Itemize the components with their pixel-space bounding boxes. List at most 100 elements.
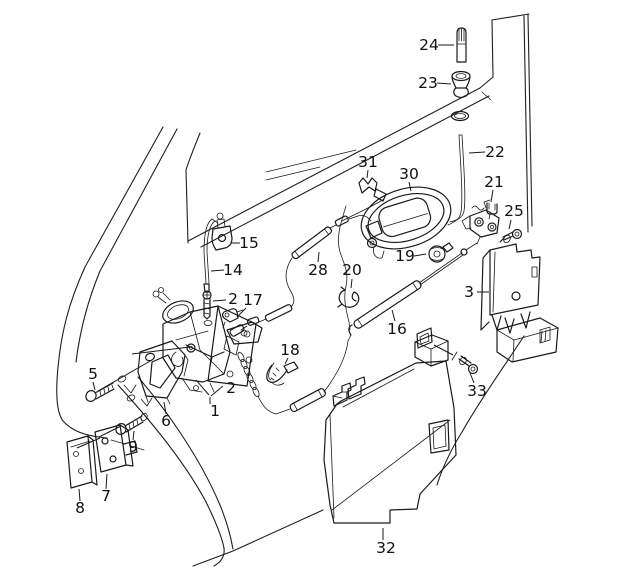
- lock-rod-16: [348, 242, 478, 336]
- callout-leader-25: [508, 219, 512, 230]
- panel-top-bracket: [414, 327, 449, 367]
- callout-label-25: 25: [504, 202, 524, 220]
- callout-label-28: 28: [308, 261, 328, 279]
- callout-leader-28: [317, 251, 320, 263]
- clip-21: [486, 202, 498, 220]
- axis-line-screw9: [98, 425, 122, 438]
- backing-plate-8: [66, 435, 98, 489]
- inner-cable-2: [226, 321, 352, 415]
- callout-label-6: 6: [161, 412, 171, 430]
- callout-label-30: 30: [399, 165, 419, 183]
- window-front-edge: [185, 132, 201, 244]
- roof-edge: [491, 13, 530, 21]
- callout-leader-22: [468, 151, 486, 154]
- callout-leader-20: [350, 278, 353, 289]
- glass-line: [265, 149, 357, 173]
- callout-label-17: 17: [243, 291, 263, 309]
- interior-handle-30: [360, 186, 452, 259]
- callout-label-20: 20: [342, 261, 362, 279]
- striker-bracket-6: [137, 340, 189, 405]
- callout-leader-23: [436, 82, 452, 85]
- callout-leader-31: [366, 169, 369, 179]
- callout-label-2: 2: [228, 290, 238, 308]
- a-pillar-line: [99, 128, 178, 272]
- callout-label-7: 7: [101, 487, 111, 505]
- pin-25: [499, 228, 523, 244]
- callout-leader-17: [236, 307, 247, 318]
- door-lock-assembly-1: [152, 287, 257, 393]
- shut-face-hole: [126, 394, 136, 402]
- inner-panel-contour: [338, 205, 351, 331]
- callout-leader-6: [163, 401, 167, 415]
- fender-dash: [130, 445, 145, 451]
- clip-15: [211, 212, 233, 251]
- clip-20: [337, 286, 360, 308]
- callout-label-19: 19: [395, 247, 415, 265]
- door-rear-edge: [527, 14, 533, 227]
- callout-label-5: 5: [88, 365, 98, 383]
- fender-edge: [56, 266, 108, 439]
- callout-leader-2: [212, 299, 227, 302]
- screw-5: [85, 382, 115, 402]
- lock-button-pin-24: [456, 27, 467, 63]
- callout-label-33: 33: [467, 382, 487, 400]
- callout-label-32: 32: [376, 539, 396, 557]
- rocker-sill-line: [192, 509, 324, 567]
- callout-leader-14: [210, 269, 225, 272]
- shut-face-hole: [117, 375, 127, 383]
- door-rear-edge: [523, 15, 529, 233]
- panel-clip-bracket: [332, 376, 366, 407]
- beltline-inner: [200, 95, 490, 248]
- door-front-curve: [137, 376, 234, 550]
- window-frame-corner: [479, 19, 494, 89]
- callout-leader-33: [469, 372, 475, 384]
- callout-label-1: 1: [210, 402, 220, 420]
- cable-tie-18: [266, 361, 299, 386]
- door-front-curve: [117, 384, 225, 567]
- trim-panel-32: [323, 360, 457, 524]
- lock-rod-14: [203, 218, 219, 293]
- lock-rod-22: [447, 134, 466, 226]
- callout-label-18: 18: [280, 341, 300, 359]
- callout-leader-5: [92, 381, 96, 391]
- arrow-mark: [140, 397, 153, 407]
- callout-label-9: 9: [128, 438, 138, 456]
- clip-31: [341, 177, 387, 222]
- callout-label-3: 3: [464, 283, 474, 301]
- handle-cable-28: [240, 214, 372, 331]
- lock-lever-cluster: [461, 199, 500, 245]
- fender-edge-inner: [75, 270, 101, 363]
- callout-leader-16: [391, 309, 396, 322]
- callout-label-31: 31: [358, 153, 378, 171]
- striker-plate-7: [94, 424, 138, 473]
- callout-label-14: 14: [223, 261, 243, 279]
- callout-labels: 1223567891415161718192021222324252830313…: [75, 36, 524, 557]
- callout-label-2: 2: [226, 379, 236, 397]
- callout-leader-19: [413, 253, 427, 257]
- callout-label-21: 21: [484, 173, 504, 191]
- callout-leader-7: [105, 473, 108, 490]
- screw-9: [115, 412, 148, 435]
- switch-17: [221, 308, 244, 329]
- inner-panel-arc: [436, 335, 525, 486]
- callout-leader-8: [78, 488, 81, 502]
- glass-line: [265, 166, 321, 181]
- callout-leader-30: [408, 181, 412, 192]
- callout-leader-1: [195, 379, 210, 396]
- arrow-mark: [123, 384, 137, 394]
- callout-leader-21: [490, 189, 494, 203]
- beltline: [187, 87, 481, 242]
- lock-button-grommet-23: [451, 70, 471, 99]
- a-pillar-line: [84, 126, 164, 268]
- screw-33: [433, 344, 479, 375]
- callout-label-22: 22: [485, 143, 505, 161]
- callout-label-8: 8: [75, 499, 85, 517]
- axis-line-striker: [131, 346, 191, 355]
- carrier-bracket-3: [480, 243, 559, 363]
- callout-leader-9: [132, 430, 135, 441]
- o-ring: [450, 110, 470, 122]
- callout-leader-18: [284, 357, 289, 365]
- window-frame-corner-inner: [481, 91, 492, 101]
